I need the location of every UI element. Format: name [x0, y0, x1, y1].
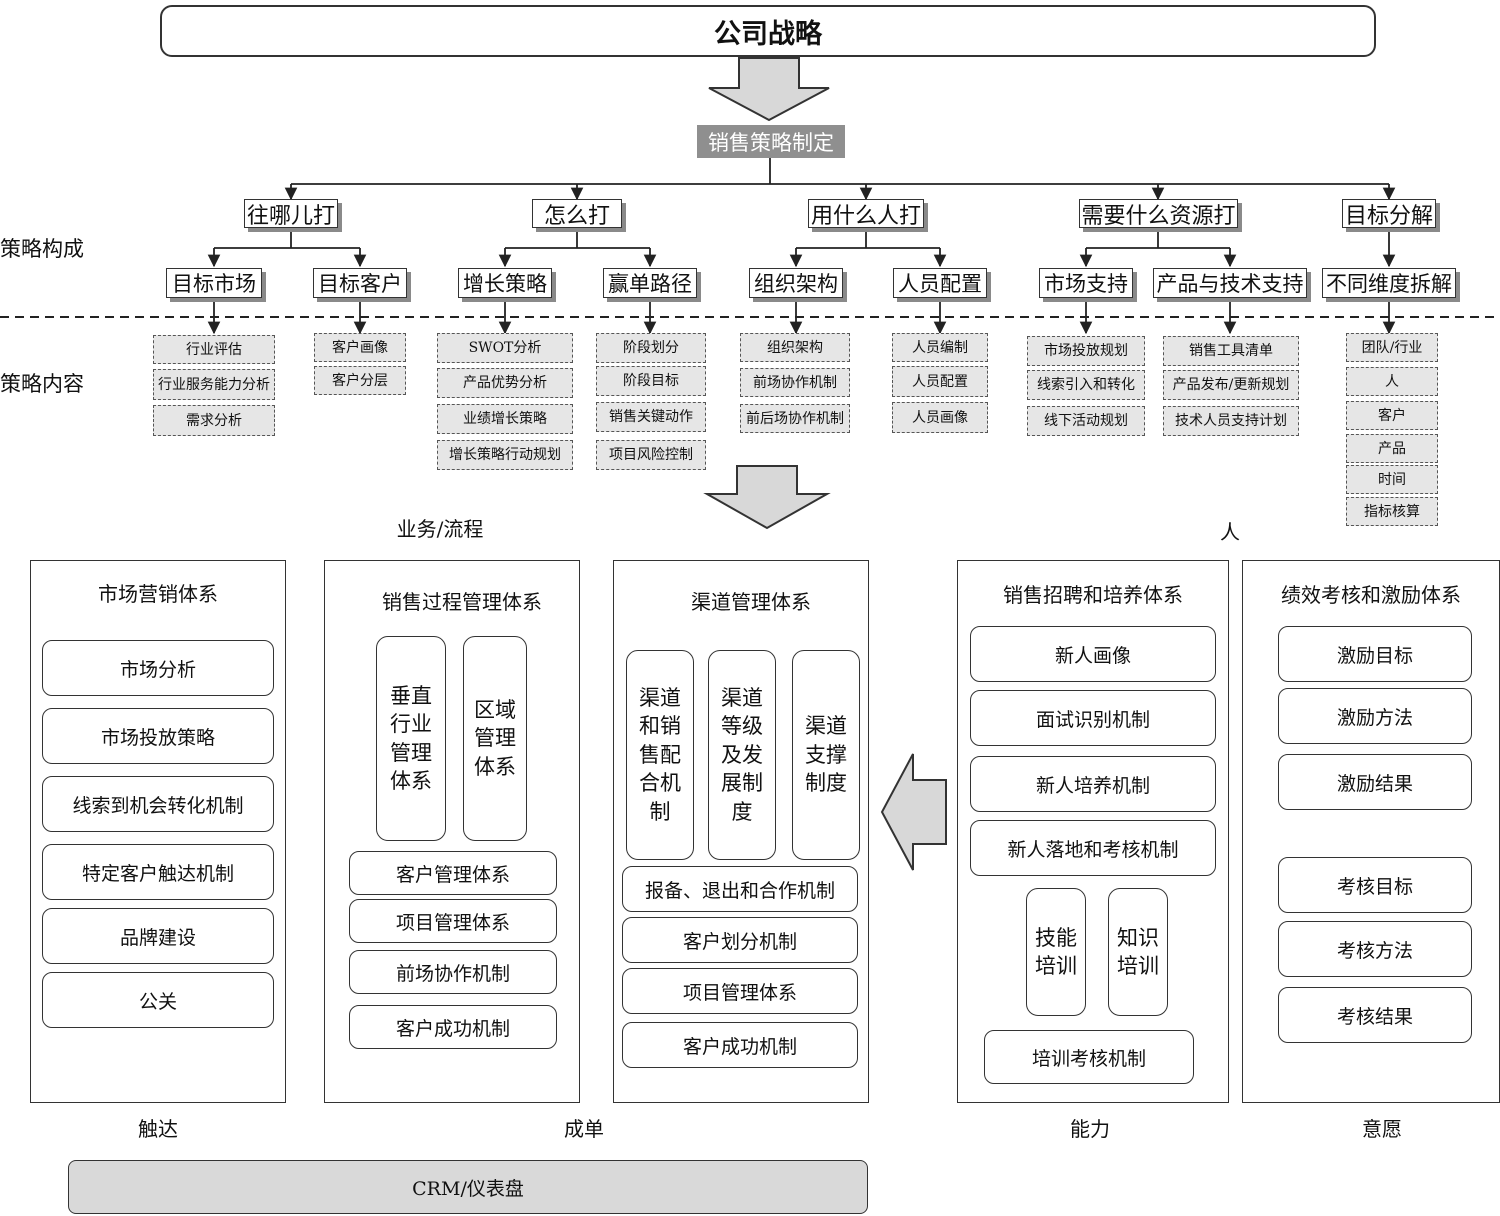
- node-product-tech-support: 产品与技术支持: [1153, 268, 1307, 298]
- content-item: 产品发布/更新规划: [1163, 370, 1299, 400]
- content-item: 人: [1346, 367, 1438, 396]
- company-strategy-box: 公司战略: [160, 5, 1376, 57]
- label-strategy-composition: 策略构成: [0, 237, 84, 261]
- content-item: 团队/行业: [1346, 333, 1438, 362]
- panel-vertical-item: 区域管理体系: [463, 636, 527, 841]
- panel-vertical-item: 技能培训: [1026, 888, 1086, 1016]
- branch-how: 怎么打: [532, 199, 622, 229]
- panel-item: 客户成功机制: [349, 1005, 557, 1049]
- panel-item: 特定客户触达机制: [42, 844, 274, 900]
- content-item: 销售关键动作: [596, 402, 706, 432]
- panel-vertical-item: 垂直行业管理体系: [376, 636, 446, 841]
- big-left-arrow: [880, 753, 947, 871]
- panel-item: 项目管理体系: [622, 968, 858, 1014]
- label-reach: 触达: [138, 1116, 178, 1141]
- content-item: 技术人员支持计划: [1163, 406, 1299, 436]
- node-win-path: 赢单路径: [603, 268, 697, 298]
- content-item: 销售工具清单: [1163, 336, 1299, 366]
- panel-item: 考核目标: [1278, 857, 1472, 913]
- panel-item: 培训考核机制: [984, 1030, 1194, 1084]
- node-target-customer: 目标客户: [313, 268, 407, 298]
- big-down-arrow-top: [708, 57, 830, 122]
- content-item: 需求分析: [153, 405, 275, 436]
- panel-item: 前场协作机制: [349, 950, 557, 994]
- content-item: 行业服务能力分析: [153, 369, 275, 400]
- content-item: 市场投放规划: [1027, 336, 1145, 366]
- branch-target-breakdown: 目标分解: [1342, 199, 1436, 229]
- content-item: 客户: [1346, 401, 1438, 430]
- panel-item: 客户管理体系: [349, 851, 557, 895]
- content-item: 人员配置: [892, 366, 988, 397]
- panel-item: 线索到机会转化机制: [42, 776, 274, 832]
- panel-item: 激励结果: [1278, 754, 1472, 810]
- content-item: 业绩增长策略: [437, 404, 573, 434]
- label-ability: 能力: [1070, 1116, 1110, 1141]
- content-item: 指标核算: [1346, 497, 1438, 526]
- content-item: 客户画像: [314, 333, 406, 362]
- panel-item: 市场投放策略: [42, 708, 274, 764]
- panel-item: 面试识别机制: [970, 690, 1216, 746]
- panel-item: 项目管理体系: [349, 899, 557, 943]
- panel-vertical-item: 渠道等级及发展制度: [708, 650, 776, 860]
- content-item: 产品优势分析: [437, 368, 573, 398]
- panel-title: 绩效考核和激励体系: [1281, 582, 1461, 607]
- panel-item: 客户划分机制: [622, 917, 858, 963]
- content-item: 阶段目标: [596, 366, 706, 396]
- panel-item: 考核方法: [1278, 921, 1472, 977]
- crm-dashboard-bar: CRM/仪表盘: [68, 1160, 868, 1214]
- tree-connectors: [207, 157, 1396, 335]
- content-item: SWOT分析: [437, 333, 573, 363]
- panel-vertical-item: 渠道支撑制度: [792, 650, 860, 860]
- content-item: 线下活动规划: [1027, 406, 1145, 436]
- panel-item: 品牌建设: [42, 908, 274, 964]
- panel-item: 公关: [42, 972, 274, 1028]
- panel-vertical-item: 渠道和销售配合机制: [626, 650, 694, 860]
- content-item: 项目风险控制: [596, 440, 706, 470]
- panel-item: 新人培养机制: [970, 756, 1216, 812]
- label-deal: 成单: [564, 1116, 604, 1141]
- content-item: 时间: [1346, 465, 1438, 494]
- panel-item: 报备、退出和合作机制: [622, 866, 858, 912]
- node-target-market: 目标市场: [166, 268, 262, 298]
- panel-title: 销售过程管理体系: [382, 589, 542, 614]
- big-down-arrow-middle: [703, 465, 831, 530]
- branch-resources: 需要什么资源打: [1079, 199, 1238, 229]
- panel-item: 新人画像: [970, 626, 1216, 682]
- panel-title: 渠道管理体系: [691, 589, 811, 614]
- panel-item: 考核结果: [1278, 987, 1472, 1043]
- panel-title: 市场营销体系: [98, 581, 218, 606]
- branch-who: 用什么人打: [808, 199, 924, 229]
- panel-item: 新人落地和考核机制: [970, 820, 1216, 876]
- panel-item: 市场分析: [42, 640, 274, 696]
- panel-vertical-item: 知识培训: [1108, 888, 1168, 1016]
- label-business-process: 业务/流程: [396, 516, 484, 541]
- node-market-support: 市场支持: [1039, 268, 1133, 298]
- content-item: 人员画像: [892, 402, 988, 433]
- branch-where: 往哪儿打: [244, 199, 338, 229]
- label-strategy-content: 策略内容: [0, 372, 84, 396]
- panel-item: 客户成功机制: [622, 1022, 858, 1068]
- panel-title: 销售招聘和培养体系: [1003, 582, 1183, 607]
- node-staffing: 人员配置: [893, 268, 987, 298]
- content-item: 人员编制: [892, 333, 988, 362]
- sales-strategy-formulation-box: 销售策略制定: [697, 125, 845, 158]
- label-people: 人: [1220, 519, 1240, 544]
- content-item: 前场协作机制: [740, 368, 850, 397]
- label-willingness: 意愿: [1362, 1116, 1402, 1141]
- content-item: 线索引入和转化: [1027, 370, 1145, 400]
- node-dimension-breakdown: 不同维度拆解: [1322, 268, 1456, 298]
- content-item: 前后场协作机制: [740, 404, 850, 433]
- node-org-structure: 组织架构: [749, 268, 843, 298]
- content-item: 客户分层: [314, 366, 406, 395]
- content-item: 行业评估: [153, 335, 275, 364]
- panel-item: 激励目标: [1278, 626, 1472, 682]
- content-item: 阶段划分: [596, 333, 706, 363]
- content-item: 组织架构: [740, 333, 850, 362]
- content-item: 产品: [1346, 434, 1438, 463]
- content-item: 增长策略行动规划: [437, 440, 573, 470]
- panel-item: 激励方法: [1278, 688, 1472, 744]
- node-growth-strategy: 增长策略: [458, 268, 552, 298]
